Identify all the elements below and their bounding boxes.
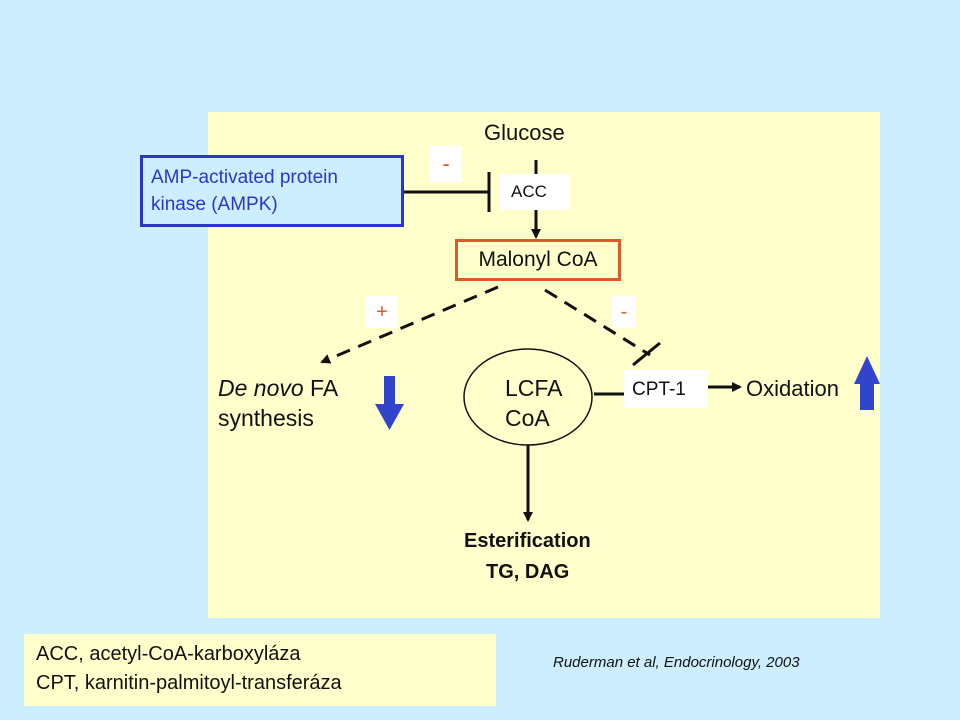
- oxidation-up-arrow: [854, 356, 880, 410]
- legend-line-acc: ACC, acetyl-CoA-karboxyláza: [36, 643, 301, 665]
- denovo-label-line2: synthesis: [218, 405, 314, 431]
- malonyl-to-denovo-dashed-arrow: [320, 285, 499, 364]
- ampk-minus-sign: -: [430, 146, 462, 182]
- abbreviation-legend: ACC, acetyl-CoA-karboxyláza CPT, karniti…: [24, 634, 496, 706]
- ampk-line2: kinase (AMPK): [151, 194, 278, 215]
- lcfa-label-line2: CoA: [505, 405, 550, 431]
- denovo-rest: FA: [303, 375, 339, 401]
- denovo-down-arrow: [375, 376, 404, 430]
- acc-enzyme-box: ACC: [500, 174, 570, 210]
- ampk-box: AMP-activated protein kinase (AMPK): [140, 155, 404, 227]
- ampk-line1: AMP-activated protein: [151, 167, 338, 188]
- acc-label: ACC: [511, 182, 547, 201]
- cpt-enzyme-box: CPT-1: [624, 370, 708, 408]
- lcfa-label-line1: LCFA: [505, 375, 563, 401]
- denovo-italic: De novo: [218, 375, 304, 401]
- cpt-label: CPT-1: [632, 379, 686, 400]
- glucose-label: Glucose: [484, 120, 565, 145]
- esterification-label: Esterification: [464, 530, 591, 552]
- malonyl-to-cpt-dashed-line: [544, 288, 651, 357]
- plus-sign: +: [366, 296, 398, 328]
- malonyl-coa-box: Malonyl CoA: [455, 239, 621, 281]
- oxidation-label: Oxidation: [746, 376, 839, 401]
- minus-sign: -: [612, 296, 636, 328]
- legend-line-cpt: CPT, karnitin-palmitoyl-transferáza: [36, 672, 342, 694]
- malonyl-coa-label: Malonyl CoA: [478, 248, 598, 271]
- citation: Ruderman et al, Endocrinology, 2003: [553, 654, 800, 671]
- tg-dag-label: TG, DAG: [486, 561, 570, 583]
- denovo-label-line1: De novo FA: [218, 375, 338, 402]
- cpt-inhibition-bar: [632, 341, 661, 367]
